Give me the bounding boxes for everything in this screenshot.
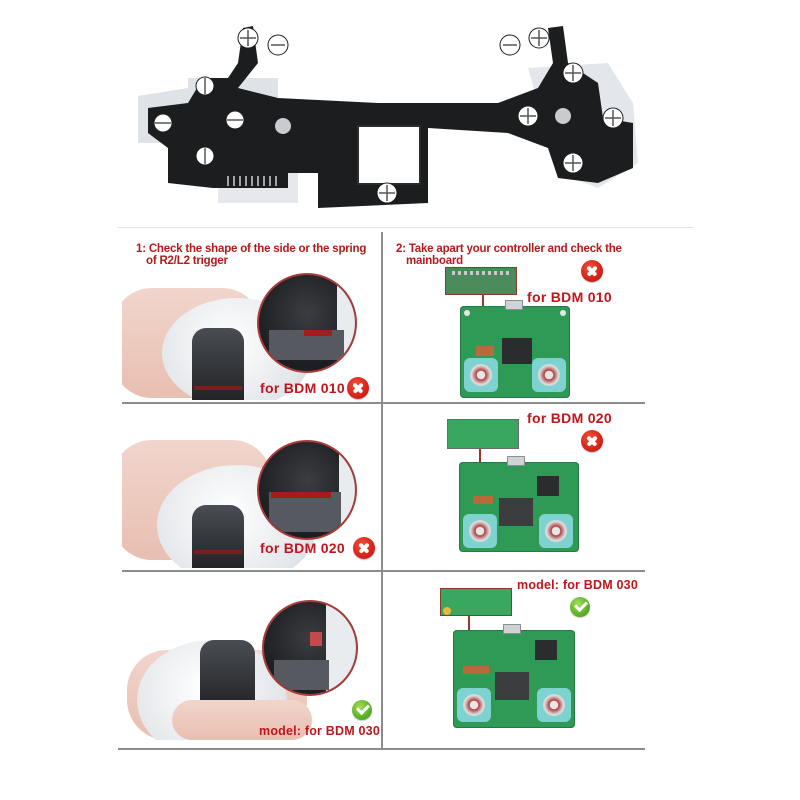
right-row1-label: for BDM 010 (527, 289, 612, 305)
row-divider-2 (122, 570, 645, 572)
flex-cable-image (138, 26, 638, 208)
top-border (118, 227, 693, 228)
left-row1-label: for BDM 010 (260, 380, 345, 396)
x-icon (581, 430, 603, 452)
left-row2-label: for BDM 020 (260, 540, 345, 556)
left-row3-label: model: for BDM 030 (259, 724, 380, 738)
trigger-photo-bdm020 (122, 410, 377, 568)
x-icon (353, 537, 375, 559)
board-inset-bdm020 (447, 419, 519, 449)
left-heading: 1: Check the shape of the side or the sp… (136, 243, 366, 267)
bottom-border (118, 748, 645, 750)
left-heading-line1: 1: Check the shape of the side or the sp… (136, 243, 367, 255)
right-heading: 2: Take apart your controller and check … (396, 243, 622, 267)
mainboard-bdm030 (453, 624, 575, 728)
check-icon (570, 597, 590, 617)
right-row3-label: model: for BDM 030 (517, 578, 638, 592)
board-inset-bdm030 (440, 588, 512, 616)
x-icon (347, 377, 369, 399)
row-divider-1 (122, 402, 645, 404)
mainboard-bdm020 (459, 456, 579, 552)
column-divider (381, 232, 383, 749)
x-icon (581, 260, 603, 282)
trigger-photo-bdm030 (122, 590, 377, 740)
check-icon (352, 700, 372, 720)
mainboard-bdm010 (460, 300, 570, 398)
right-heading-line2: mainboard (406, 255, 463, 267)
board-inset-bdm010 (445, 267, 517, 295)
right-row2-label: for BDM 020 (527, 410, 612, 426)
left-heading-line2: of R2/L2 trigger (146, 255, 228, 267)
right-heading-line1: 2: Take apart your controller and check … (396, 243, 622, 255)
trigger-photo-bdm010 (122, 268, 377, 400)
